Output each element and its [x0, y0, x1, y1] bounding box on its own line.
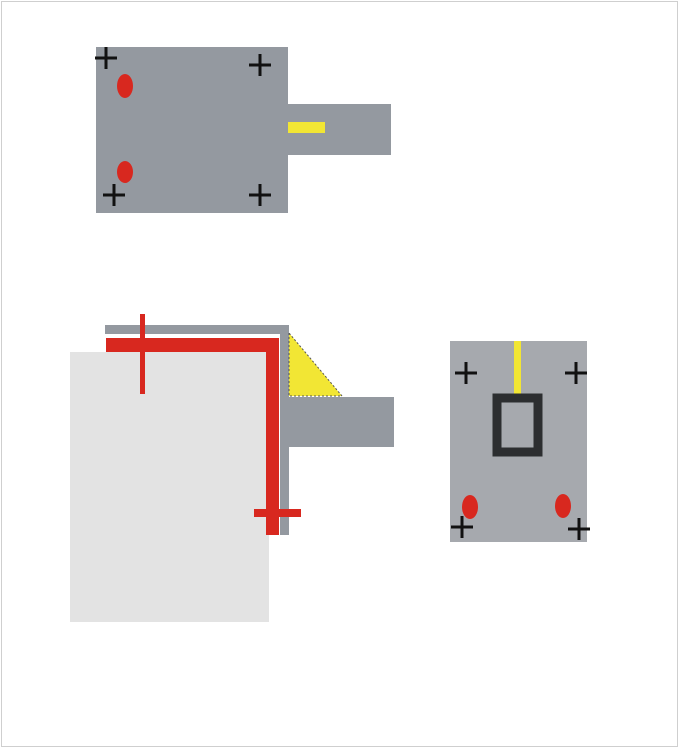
- top-view-cross-br-icon: [249, 184, 271, 206]
- top-view-cross-bl-icon: [103, 184, 125, 206]
- side-red-guide-vertical: [266, 338, 279, 535]
- side-red-tick-bottom: [254, 509, 301, 517]
- front-view-hole-left-icon: [462, 495, 478, 519]
- front-view-cross-bl-icon: [451, 516, 473, 538]
- side-red-tick-top: [140, 314, 145, 394]
- top-view-crosses: [95, 47, 271, 206]
- front-view-cross-br-icon: [568, 518, 590, 540]
- front-view-yellow-pin: [514, 341, 521, 395]
- side-red-guide-top: [106, 338, 279, 352]
- side-angle-vertical: [280, 325, 289, 535]
- side-shaft: [289, 397, 394, 447]
- front-view-cross-tl-icon: [455, 362, 477, 384]
- top-view-hole-lower-icon: [117, 161, 133, 183]
- top-view-yellow-pin: [288, 122, 325, 133]
- top-view-hole-upper-icon: [117, 74, 133, 98]
- front-view-cross-tr-icon: [565, 362, 587, 384]
- side-angle-top: [105, 325, 289, 334]
- top-view-cross-tr-icon: [249, 54, 271, 76]
- top-view-cross-tl-icon: [95, 47, 117, 69]
- top-view-plate: [96, 47, 288, 213]
- front-view-crosses: [451, 362, 590, 540]
- side-yellow-gusset: [288, 331, 344, 397]
- side-pale-sheet: [70, 352, 269, 622]
- front-view-hole-right-icon: [555, 494, 571, 518]
- front-view-square-window: [492, 393, 543, 457]
